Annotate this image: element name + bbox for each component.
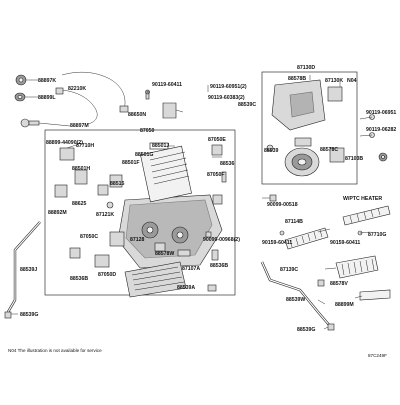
grommet-icon (369, 114, 388, 162)
label-90119-06951: 90119-06951 (366, 110, 396, 116)
label-87114B: 87114B (285, 219, 303, 225)
label-87103B: 87103B (345, 156, 363, 162)
label-w-ptc-heater: W/PTC HEATER (343, 196, 382, 202)
label-87710G: 87710G (368, 232, 386, 238)
label-88536: 88536 (220, 161, 235, 167)
heater-core-icon (124, 261, 187, 298)
label-90119-06282: 90119-06282 (366, 127, 396, 133)
label-90119-60951: 90119-60951(2) (210, 84, 247, 90)
label-88625: 88625 (72, 201, 87, 207)
label-88899-44090: 88899-44090(2) (46, 140, 83, 146)
label-90099-00518: 90099-00518 (267, 202, 298, 208)
grommet-icon (15, 74, 27, 86)
label-90159-60411-a: 90159-60411 (262, 240, 292, 246)
leader-lines (11, 75, 373, 330)
label-90159-60411-b: 90159-60411 (330, 240, 360, 246)
label-88650N: 88650N (128, 112, 146, 118)
label-88892M: 88892M (48, 210, 67, 216)
sensor-icon (211, 144, 227, 205)
label-88501F: 88501F (122, 160, 140, 166)
label-88578C: 88578C (320, 147, 338, 153)
label-87130K: 87130K (325, 78, 343, 84)
clip-icon (205, 231, 219, 292)
label-87050E: 87050E (208, 137, 226, 143)
label-88539G-right: 88539G (297, 327, 315, 333)
callout-box (149, 142, 169, 150)
label-88539: 88539 (264, 148, 279, 154)
label-88539J: 88539J (20, 267, 37, 273)
label-N04: N04 (347, 78, 357, 84)
label-88578B: 88578B (288, 76, 306, 82)
label-87050F: 87050F (207, 172, 225, 178)
part-labels: 88897K 88899L 82210K 88897M 90119-60411 … (20, 65, 396, 333)
bolt-icon (279, 230, 363, 236)
label-88897M: 88897M (70, 123, 89, 129)
label-87107A: 87107A (182, 266, 200, 272)
wire-harness (55, 71, 129, 125)
label-88899M: 88899M (335, 302, 354, 308)
bracket-icon (177, 249, 191, 257)
servo-motor-icon (69, 231, 125, 268)
label-90119-60411: 90119-60411 (152, 82, 182, 88)
label-88539W: 88539W (286, 297, 305, 303)
bolt-icon (145, 89, 150, 100)
blower-motor-icon (284, 137, 320, 177)
label-90099-00968: 90099-00968(2) (203, 237, 240, 243)
label-87130D: 87130D (297, 65, 315, 71)
ptc-heater-icon (284, 227, 329, 250)
label-87139C: 87139C (280, 267, 298, 273)
label-87128: 87128 (130, 237, 145, 243)
filter-icon (140, 145, 192, 203)
label-90119-60383: 90119-60383(2) (208, 95, 245, 101)
label-87050C: 87050C (80, 234, 98, 240)
diagram-code: 87C249F (368, 353, 387, 358)
footnote: N04 The illustration is not available fo… (8, 348, 102, 353)
label-88536B: 88536B (210, 263, 228, 269)
label-88578V: 88578V (330, 281, 348, 287)
servo-motor-icon (54, 147, 123, 209)
label-88515: 88515 (110, 181, 125, 187)
tube-icon (154, 242, 166, 252)
insulator-icon (359, 289, 391, 301)
hvac-unit (117, 145, 223, 269)
label-87121K: 87121K (96, 212, 114, 218)
label-87050D: 87050D (98, 272, 116, 278)
resistor-icon (329, 147, 345, 163)
label-88501G: 88501G (135, 152, 153, 158)
clip-icon (4, 311, 12, 319)
ptc-heater-icon (342, 205, 391, 226)
grommet-icon (14, 92, 26, 102)
label-88578W: 88578W (155, 251, 174, 257)
blower-case (271, 79, 343, 131)
label-88501J: 88501J (152, 143, 169, 149)
label-88897K: 88897K (38, 78, 56, 84)
label-82210K: 82210K (68, 86, 86, 92)
label-88501H: 88501H (72, 166, 90, 172)
label-88899L: 88899L (38, 95, 56, 101)
bracket-icon (162, 102, 177, 119)
drain-hose (6, 221, 41, 313)
label-88539G-left: 88539G (20, 312, 38, 318)
filter-icon (335, 255, 379, 279)
label-87050: 87050 (140, 128, 155, 134)
blower-box (261, 71, 358, 185)
drain-hose (260, 261, 331, 327)
label-88536B-left: 88536B (70, 276, 88, 282)
label-88539C: 88539C (238, 102, 256, 108)
bracket-icon (20, 118, 40, 128)
label-88539A: 88539A (177, 285, 195, 291)
label-87710H: 87710H (76, 143, 94, 149)
